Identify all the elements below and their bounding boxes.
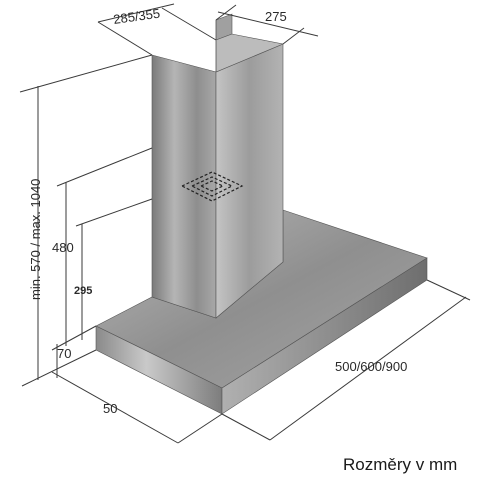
label-total-height: min. 570 / max. 1040 [28, 179, 43, 300]
chimney [151, 13, 285, 319]
label-chimney-width: 275 [265, 9, 287, 24]
caption: Rozměry v mm [343, 455, 457, 474]
label-height-480: 480 [52, 240, 74, 255]
label-height-70: 70 [57, 346, 71, 361]
dimension-lines [19, 3, 471, 444]
label-depth-50: 50 [103, 401, 117, 416]
label-height-295: 295 [74, 285, 92, 297]
duct-outline [180, 171, 244, 202]
label-chimney-depth: 285/355 [112, 6, 161, 27]
label-width-options: 500/600/900 [335, 359, 407, 374]
canopy [95, 209, 428, 415]
